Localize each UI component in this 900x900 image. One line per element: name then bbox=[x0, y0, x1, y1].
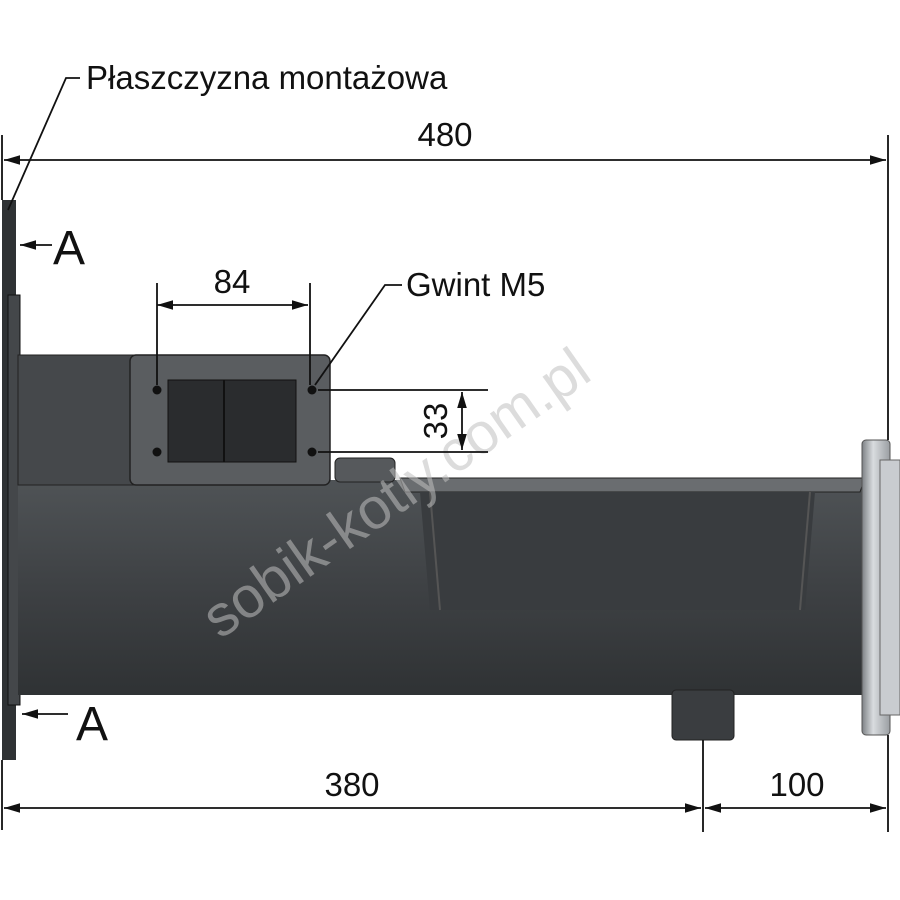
terminal-bracket bbox=[129, 354, 331, 486]
mounting-plate bbox=[2, 200, 21, 760]
right-flange bbox=[861, 439, 900, 736]
label-mounting-plane: Płaszczyzna montażowa bbox=[86, 59, 448, 96]
dim-outlet-position: 380 bbox=[324, 766, 379, 803]
dim-hole-spacing: 33 bbox=[417, 403, 454, 440]
mounting-hole bbox=[152, 385, 162, 395]
leader-mounting-plane bbox=[7, 77, 80, 211]
dim-overall-length: 480 bbox=[417, 116, 472, 153]
mounting-hole bbox=[307, 385, 317, 395]
dim-bracket-width: 84 bbox=[214, 263, 251, 300]
heater-body bbox=[17, 354, 880, 695]
label-thread: Gwint M5 bbox=[406, 266, 545, 303]
top-boss bbox=[334, 457, 396, 483]
outlet-pipe bbox=[671, 689, 735, 741]
mounting-hole bbox=[152, 447, 162, 457]
leader-thread bbox=[314, 284, 402, 386]
section-label-top: A bbox=[53, 222, 85, 275]
section-label-bottom: A bbox=[76, 698, 108, 751]
mounting-hole bbox=[307, 447, 317, 457]
dim-outlet-to-flange: 100 bbox=[769, 766, 824, 803]
